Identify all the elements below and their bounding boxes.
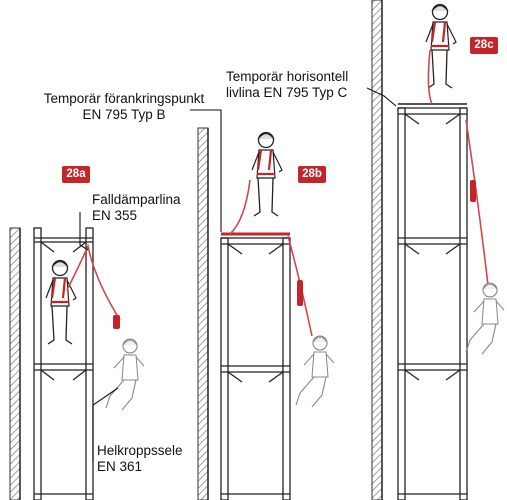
wall-hatch-c [371, 0, 383, 500]
label-anchor-line1: Temporär förankringspunkt [43, 91, 205, 106]
scaffold-b [220, 232, 291, 500]
label-lanyard-line2: EN 355 [92, 208, 138, 223]
label-lifeline-line2: livlina EN 795 Typ C [226, 85, 348, 100]
scaffold-a [33, 227, 94, 500]
panel-28a [9, 227, 145, 500]
badge-28b: 28b [298, 166, 326, 183]
panel-28c [371, 0, 505, 500]
lanyard-rope-a [66, 243, 121, 321]
label-lifeline: Temporär horisontell livlina EN 795 Typ … [226, 69, 348, 101]
lanyard-rope-c [427, 49, 489, 286]
wall-hatch-a [9, 227, 21, 500]
label-harness: Helkroppssele EN 361 [97, 443, 183, 475]
label-lifeline-line1: Temporär horisontell [226, 69, 349, 84]
label-harness-line2: EN 361 [97, 459, 143, 474]
label-lanyard: Falldämparlina EN 355 [92, 192, 181, 224]
label-anchor: Temporär förankringspunkt EN 795 Typ B [33, 91, 215, 123]
callout-lines [79, 87, 397, 462]
scaffold-c [397, 103, 468, 500]
label-anchor-line2: EN 795 Typ B [82, 107, 166, 122]
lanyard-rope-b [229, 179, 313, 337]
label-harness-line1: Helkroppssele [97, 443, 183, 458]
wall-hatch-b [197, 127, 209, 500]
badge-28c: 28c [470, 37, 498, 54]
badge-28a: 28a [62, 166, 90, 183]
panel-28b [197, 127, 335, 500]
label-lanyard-line1: Falldämparlina [92, 192, 181, 207]
